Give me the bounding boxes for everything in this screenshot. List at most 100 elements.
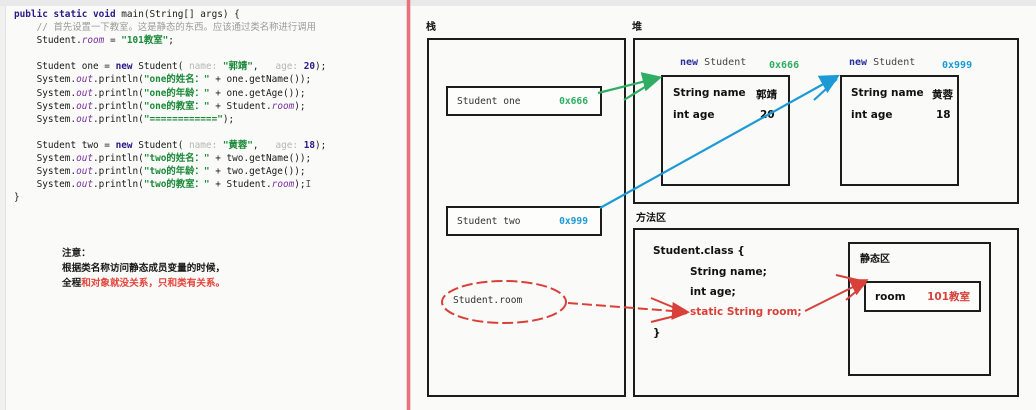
code-line-3: Student.room = "101教室"; bbox=[14, 34, 404, 47]
class-block-member-name: String name; bbox=[690, 266, 767, 278]
heap-object-2-field-1-decl: String name bbox=[851, 87, 924, 99]
code-token: out bbox=[76, 113, 94, 125]
code-token: ); bbox=[315, 139, 327, 151]
code-line-11: Student two = new Student( name: "黄蓉", a… bbox=[14, 139, 404, 152]
code-token: .println( bbox=[93, 113, 144, 125]
code-token: out bbox=[76, 74, 94, 86]
code-token: "============" bbox=[143, 113, 223, 125]
static-room-key: room bbox=[875, 290, 906, 303]
code-token: main(String[] args) { bbox=[121, 9, 240, 20]
code-token: ; bbox=[168, 35, 174, 47]
code-token: "two的姓名：" bbox=[143, 153, 210, 165]
code-line-8: System.out.println("one的教室：" + Student.r… bbox=[14, 100, 404, 113]
code-token: static bbox=[53, 9, 94, 20]
heap-object-2-class: Student bbox=[873, 57, 916, 68]
code-line-13: System.out.println("two的年龄：" + two.getAg… bbox=[14, 165, 404, 178]
heap-object-2-new-keyword: new bbox=[849, 57, 868, 68]
code-token: "黄蓉" bbox=[222, 139, 253, 151]
code-line-1: public static void main(String[] args) { bbox=[14, 8, 404, 21]
code-token: "one的姓名：" bbox=[143, 74, 210, 86]
code-token: System. bbox=[14, 113, 77, 125]
stack-frame-one[interactable]: Student one 0x666 bbox=[446, 86, 602, 116]
code-token: 18 bbox=[303, 139, 316, 151]
code-token: age: bbox=[275, 139, 304, 151]
pane-divider bbox=[407, 0, 410, 410]
static-room-cell[interactable]: room 101教室 bbox=[864, 281, 981, 312]
code-token: } bbox=[14, 192, 20, 204]
code-line-9: System.out.println("============"); bbox=[14, 113, 404, 126]
code-line-4 bbox=[14, 47, 404, 60]
stack-frame-one-address: 0x666 bbox=[559, 95, 588, 107]
heap-object-2-title: new Student bbox=[849, 57, 915, 68]
code-line-2: // 首先设置一下教室。这是静态的东西。应该通过类名称进行调用 bbox=[14, 21, 404, 34]
code-token: + Student. bbox=[209, 179, 272, 191]
code-token: new bbox=[115, 139, 133, 151]
code-token: out bbox=[76, 179, 94, 191]
code-line-10 bbox=[14, 126, 404, 139]
code-token: Student( bbox=[132, 61, 189, 73]
code-token: + one.getName()); bbox=[209, 74, 312, 86]
code-line-12: System.out.println("two的姓名：" + two.getNa… bbox=[14, 152, 404, 165]
stack-frame-two-address: 0x999 bbox=[559, 215, 588, 227]
code-token: .println( bbox=[93, 166, 144, 178]
heap-object-1-title: new Student bbox=[680, 57, 746, 68]
code-token: public bbox=[14, 9, 54, 20]
code-token: Student two = bbox=[14, 139, 116, 151]
code-token: + one.getAge()); bbox=[209, 87, 306, 99]
code-token: "two的教室：" bbox=[143, 179, 210, 191]
editor-gutter bbox=[0, 6, 6, 410]
heap-object-1-new-keyword: new bbox=[680, 57, 699, 68]
heap-object-1-field-1-value: 郭靖 bbox=[756, 89, 777, 101]
code-token bbox=[14, 22, 37, 33]
note-line-2: 全程和对象就没关系，只和类有关系。 bbox=[62, 276, 362, 291]
code-token: System. bbox=[14, 166, 77, 178]
code-token: System. bbox=[14, 179, 77, 191]
code-token: , bbox=[252, 139, 276, 151]
code-token: room bbox=[271, 100, 295, 112]
heap-object-2-field-2-decl: int age bbox=[851, 109, 893, 121]
memory-diagram: 栈 堆 方法区 Student one 0x666 Student two 0x… bbox=[408, 0, 1036, 410]
heap-object-2-field-1-value: 黄蓉 bbox=[932, 89, 953, 101]
code-token: I bbox=[305, 179, 312, 191]
note-line-1: 根据类名称访问静态成员变量的时候， bbox=[62, 263, 226, 274]
code-editor[interactable]: public static void main(String[] args) {… bbox=[14, 8, 404, 204]
code-token: "郭靖" bbox=[222, 61, 253, 73]
code-line-7: System.out.println("one的年龄：" + one.getAg… bbox=[14, 87, 404, 100]
stack-frame-two[interactable]: Student two 0x999 bbox=[446, 206, 602, 236]
heap-object-1-field-1-decl: String name bbox=[673, 87, 746, 99]
stack-frame-one-name: Student one bbox=[457, 95, 521, 107]
heap-object-1-field-2-decl: int age bbox=[673, 109, 715, 121]
heap-object-1-address: 0x666 bbox=[769, 60, 800, 71]
class-block-member-static-room: static String room; bbox=[690, 306, 802, 318]
stack-frame-two-name: Student two bbox=[457, 215, 521, 227]
code-token: ); bbox=[294, 100, 306, 112]
code-token: 20 bbox=[303, 61, 316, 73]
code-token: // 首先设置一下教室。这是静态的东西。应该通过类名称进行调用 bbox=[36, 22, 317, 34]
code-token: System. bbox=[14, 74, 77, 86]
code-token: out bbox=[76, 153, 94, 165]
method-area-label: 方法区 bbox=[636, 213, 666, 224]
heap-object-2-box[interactable] bbox=[840, 75, 959, 186]
ellipse-label: Student.room bbox=[453, 295, 523, 306]
code-token: new bbox=[115, 61, 133, 73]
code-token: Student( bbox=[132, 139, 189, 151]
code-token: out bbox=[76, 87, 94, 99]
code-line-14: System.out.println("two的教室：" + Student.r… bbox=[14, 178, 404, 191]
code-token: System. bbox=[14, 100, 77, 112]
code-token: Student. bbox=[14, 35, 82, 47]
note-block: 注意： 根据类名称访问静态成员变量的时候， 全程和对象就没关系，只和类有关系。 bbox=[62, 246, 362, 291]
code-token: + two.getAge()); bbox=[209, 166, 306, 178]
code-token: .println( bbox=[93, 87, 144, 99]
code-token: "two的年龄：" bbox=[143, 166, 210, 178]
heap-object-2-address: 0x999 bbox=[942, 60, 973, 71]
top-strip bbox=[0, 0, 1036, 6]
code-line-6: System.out.println("one的姓名：" + one.getNa… bbox=[14, 73, 404, 86]
class-block-member-age: int age; bbox=[690, 286, 736, 298]
code-token: ); bbox=[315, 61, 327, 73]
code-token: , bbox=[252, 61, 276, 73]
code-token: .println( bbox=[93, 179, 144, 191]
code-token: + Student. bbox=[209, 100, 272, 112]
code-token: room bbox=[271, 179, 295, 191]
code-token: out bbox=[76, 100, 94, 112]
